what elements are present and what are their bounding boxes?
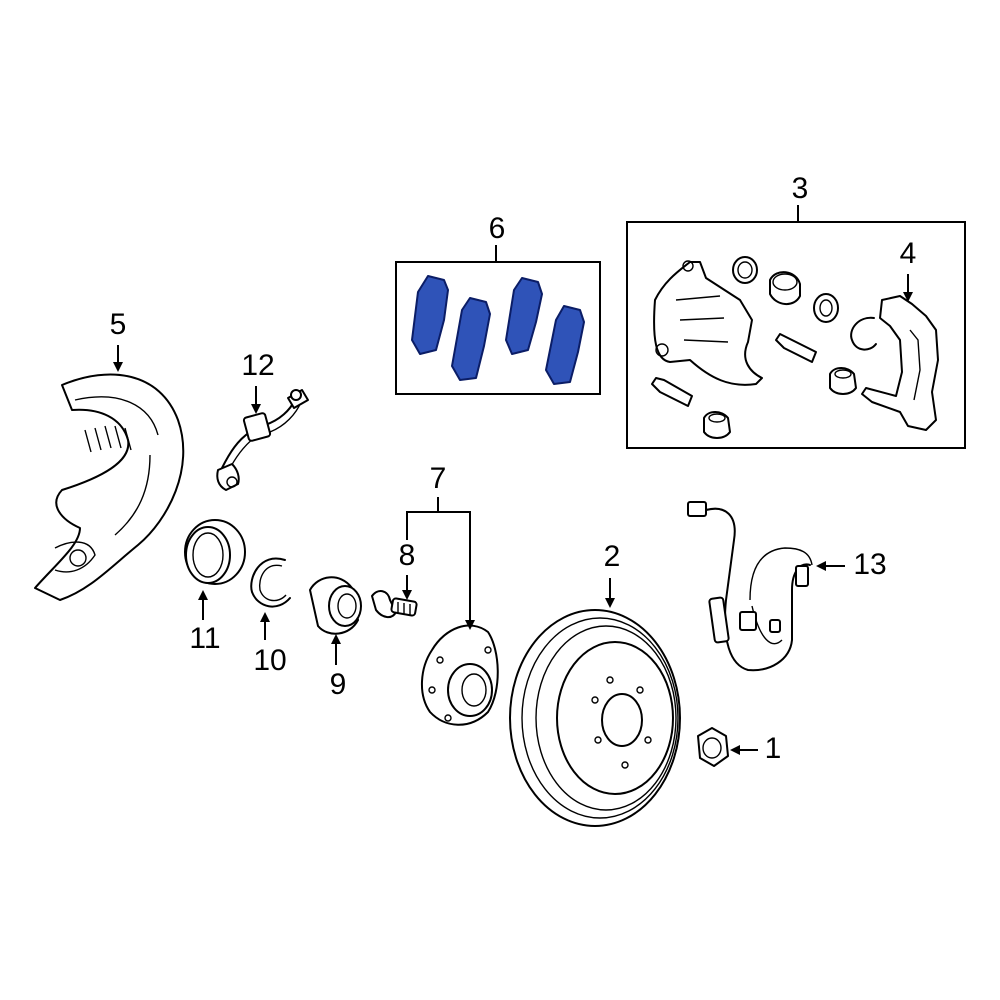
brake-pad[interactable] bbox=[451, 297, 491, 381]
caliper-housing[interactable] bbox=[653, 260, 763, 386]
wheel-stud[interactable] bbox=[371, 590, 418, 618]
callout-10[interactable]: 10 bbox=[253, 644, 286, 677]
callout-11[interactable]: 11 bbox=[189, 622, 220, 655]
guide-pin-lower[interactable] bbox=[651, 377, 693, 407]
callout-3[interactable]: 3 bbox=[792, 172, 809, 205]
brake-pad-box bbox=[395, 261, 601, 395]
callout-4[interactable]: 4 bbox=[900, 237, 917, 270]
piston-boot[interactable] bbox=[813, 293, 839, 323]
brake-pad[interactable] bbox=[411, 275, 449, 355]
seal-ring[interactable] bbox=[184, 519, 246, 585]
wheel-bearing[interactable] bbox=[309, 576, 362, 635]
brake-hose[interactable] bbox=[216, 389, 309, 491]
callout-5[interactable]: 5 bbox=[110, 308, 127, 341]
brake-pad[interactable] bbox=[545, 305, 585, 385]
abs-sensor[interactable] bbox=[687, 501, 813, 672]
wheel-hub[interactable] bbox=[420, 624, 499, 726]
brake-rotor[interactable] bbox=[509, 609, 681, 827]
piston-seal[interactable] bbox=[732, 256, 758, 284]
leader-7-bracket bbox=[406, 511, 471, 540]
pin-boot-upper[interactable] bbox=[829, 367, 857, 395]
callout-13[interactable]: 13 bbox=[853, 548, 886, 581]
guide-pin-upper[interactable] bbox=[775, 333, 817, 363]
callout-7[interactable]: 7 bbox=[430, 462, 447, 495]
brake-pads[interactable] bbox=[411, 275, 585, 385]
callout-1[interactable]: 1 bbox=[765, 732, 782, 765]
snap-ring[interactable] bbox=[250, 557, 291, 608]
callout-8[interactable]: 8 bbox=[399, 539, 416, 572]
pin-boot-lower[interactable] bbox=[703, 411, 731, 439]
caliper-bracket[interactable] bbox=[861, 295, 939, 431]
callout-9[interactable]: 9 bbox=[330, 668, 347, 701]
caliper-box bbox=[626, 221, 966, 449]
dust-shield[interactable] bbox=[34, 373, 185, 601]
caliper-piston[interactable] bbox=[769, 271, 801, 305]
hub-nut[interactable] bbox=[697, 727, 729, 767]
retaining-ring[interactable] bbox=[850, 316, 877, 351]
callout-6[interactable]: 6 bbox=[489, 212, 506, 245]
callout-2[interactable]: 2 bbox=[604, 540, 621, 573]
callout-12[interactable]: 12 bbox=[241, 349, 274, 382]
brake-pad[interactable] bbox=[505, 277, 543, 355]
